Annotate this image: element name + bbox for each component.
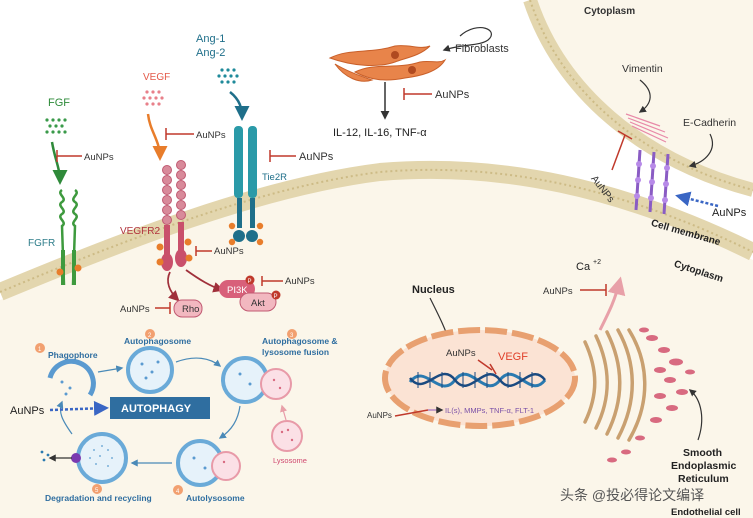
aunps-fgf: AuNPs: [84, 152, 114, 163]
phagophore-label: Phagophore: [48, 350, 98, 360]
degradation-label: Degradation and recycling: [45, 493, 152, 503]
autophagy-label: AUTOPHAGY: [121, 403, 192, 415]
autophagosome-label: Autophagosome: [124, 336, 191, 346]
aunps-ca: AuNPs: [543, 286, 573, 297]
fibroblast-cells: [328, 45, 447, 82]
akt-label: Akt: [251, 298, 265, 309]
phagophore: [47, 358, 96, 397]
aunps-rho: AuNPs: [120, 304, 150, 315]
aunps-vegfr2: AuNPs: [214, 246, 244, 257]
aunps-ecadherin: AuNPs: [712, 207, 747, 219]
nucleus-label: Nucleus: [412, 284, 455, 296]
pi3k-label: PI3K: [227, 285, 248, 296]
fibroblasts-label: Fibroblasts: [455, 43, 509, 55]
step-2-badge: 2: [148, 333, 152, 339]
fusion-label-1: Autophagosome &: [262, 336, 338, 346]
autolysosome-label: Autolysosome: [186, 493, 245, 503]
cytokines-label: IL-12, IL-16, TNF-α: [333, 127, 427, 139]
aunps-vegf: AuNPs: [196, 130, 226, 141]
ser-label-2: Endoplasmic: [671, 460, 737, 472]
release-pore: [71, 453, 81, 463]
top-right-cell: [530, 0, 753, 190]
smooth-er: [583, 328, 647, 442]
tie2r-label: Tie2R: [262, 172, 287, 183]
er-vesicles: [607, 327, 695, 463]
step-4-badge: 4: [176, 489, 180, 495]
lysosome-label: Lysosome: [273, 456, 307, 465]
aunps-gene: AuNPs: [367, 411, 392, 420]
tie2r-receptor: [228, 126, 264, 246]
rho-node: [173, 299, 203, 318]
vegf-arrow: [146, 113, 168, 161]
vegfr2-receptor: [162, 160, 186, 225]
fusion-label-2: lysosome fusion: [262, 347, 329, 357]
ser-label-1: Smooth: [683, 447, 722, 459]
ser-label-3: Reticulum: [678, 473, 729, 485]
cytoplasm-fill: [0, 177, 753, 518]
ang-dots: [217, 68, 239, 84]
ca-superscript: +2: [593, 259, 601, 266]
aunps-tie2: AuNPs: [299, 151, 334, 163]
step-3-badge: 3: [290, 333, 294, 339]
ca-arrow: [598, 276, 626, 331]
autolysosome: [176, 439, 241, 487]
degradation-vesicle: [76, 432, 128, 484]
autophagosome: [126, 346, 174, 394]
step-5-badge: 5: [95, 488, 99, 494]
vegf-label: VEGF: [143, 72, 170, 83]
fgf-arrow: [50, 141, 68, 185]
ecadherin-label: E-Cadherin: [683, 117, 736, 129]
ang2-label: Ang-2: [196, 47, 225, 59]
aunps-vegf-nucleus: AuNPs: [446, 348, 476, 359]
fusion-stage: [221, 356, 292, 404]
vegf-nucleus-label: VEGF: [498, 351, 528, 363]
fgf-dots: [45, 118, 67, 134]
vimentin-label: Vimentin: [622, 63, 663, 75]
fgfr-label: FGFR: [28, 238, 55, 249]
cytoplasm-top-label: Cytoplasm: [584, 6, 635, 17]
autophagy-banner: [110, 397, 210, 419]
endothelial-label: Endothelial cell: [671, 507, 741, 518]
step-1-badge: 1: [38, 347, 42, 353]
vegfr2-label: VEGFR2: [120, 226, 160, 237]
ang1-label: Ang-1: [196, 33, 225, 45]
lysosome: [271, 420, 303, 452]
watermark: 头条 @投必得论文编译: [560, 487, 704, 503]
aunps-akt: AuNPs: [285, 276, 315, 287]
p-badge-2: P: [274, 294, 278, 300]
rho-label: Rho: [182, 304, 199, 315]
aunps-fibro: AuNPs: [435, 89, 470, 101]
fgf-label: FGF: [48, 97, 70, 109]
p-badge-1: P: [248, 279, 252, 285]
dna-strand-2: [409, 372, 546, 387]
ca-label: Ca: [576, 261, 591, 273]
vimentin-filaments: [625, 113, 669, 143]
fgfr-receptor: [59, 188, 78, 286]
ang-arrow: [229, 91, 250, 121]
vegf-dots: [142, 90, 164, 106]
akt-node: [239, 292, 277, 312]
gene-products-label: IL(s), MMPs, TNF-α, FLT-1: [445, 406, 534, 415]
aunps-autophagy: AuNPs: [10, 405, 45, 417]
